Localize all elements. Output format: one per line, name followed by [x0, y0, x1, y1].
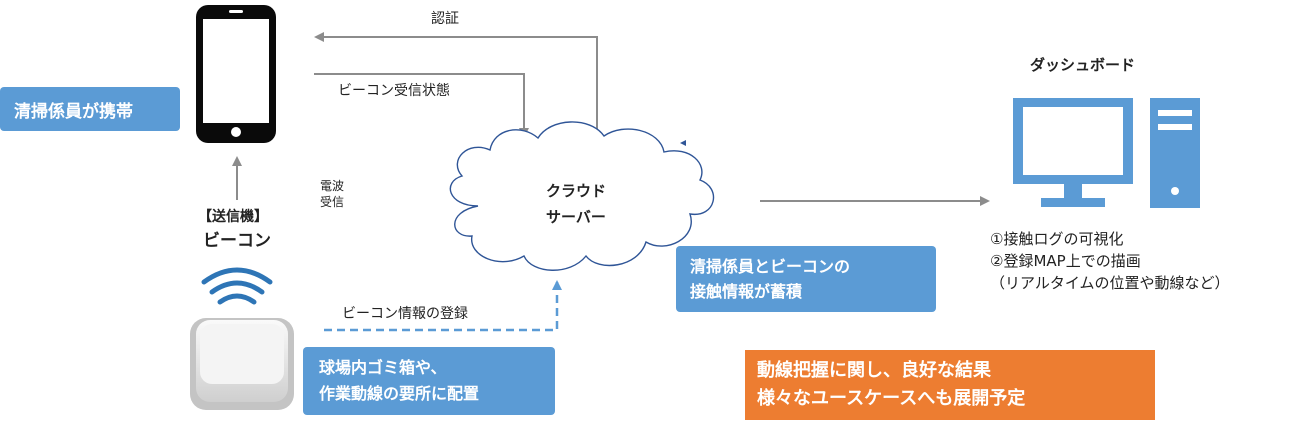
placement-callout: 球場内ゴミ箱や、 作業動線の要所に配置	[303, 347, 555, 415]
auth-label: 認証	[431, 11, 459, 27]
feature-item-1: ①接触ログの可視化	[990, 230, 1124, 248]
cloud-label-2: サーバー	[546, 208, 606, 226]
placement-callout-line-1: 球場内ゴミ箱や、	[319, 358, 447, 377]
accumulate-callout-line-1: 清掃係員とビーコンの	[690, 257, 851, 276]
staff-callout-text: 清掃係員が携帯	[14, 102, 133, 122]
arrow-auth	[314, 32, 598, 136]
desktop-computer-icon	[1013, 98, 1200, 208]
wifi-signal-icon	[201, 267, 273, 305]
arrow-beacon-status	[314, 73, 529, 138]
result-callout-line-2: 様々なユースケースへも展開予定	[757, 388, 1026, 409]
staff-callout: 清掃係員が携帯	[0, 87, 180, 131]
accumulate-callout: 清掃係員とビーコンの 接触情報が蓄積	[676, 246, 936, 312]
radio-wave-label-1: 電波	[320, 179, 345, 193]
accumulate-callout-line-2: 接触情報が蓄積	[690, 282, 803, 301]
feature-item-2: ②登録MAP上での描画	[990, 252, 1141, 270]
beacon-device-icon	[190, 318, 294, 410]
transmitter-label: 【送信機】	[198, 209, 268, 225]
placement-callout-line-2: 作業動線の要所に配置	[319, 384, 480, 403]
cloud-label-1: クラウド	[546, 182, 607, 200]
smartphone-icon	[196, 5, 276, 143]
cloud-icon	[449, 121, 715, 271]
beacon-label: ビーコン	[203, 231, 271, 251]
arrow-beacon-register	[324, 280, 562, 332]
result-callout-line-1: 動線把握に関し、良好な結果	[757, 360, 991, 381]
beacon-register-label: ビーコン情報の登録	[342, 306, 468, 322]
radio-wave-label-2: 受信	[320, 195, 345, 209]
dashboard-title: ダッシュボード	[1030, 56, 1136, 74]
feature-item-3: （リアルタイムの位置や動線など）	[990, 274, 1230, 292]
result-callout: 動線把握に関し、良好な結果 様々なユースケースへも展開予定	[745, 350, 1155, 420]
beacon-status-label: ビーコン受信状態	[338, 83, 450, 99]
